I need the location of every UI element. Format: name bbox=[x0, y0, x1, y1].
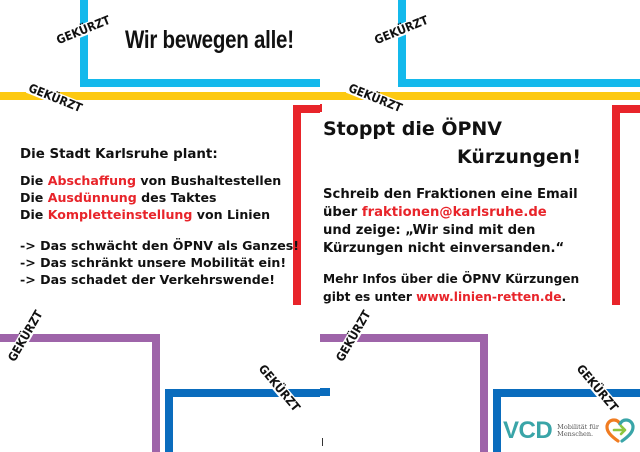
call-to-action: Schreib den Fraktionen eine Email über f… bbox=[323, 186, 578, 258]
call-line: und zeige: „Wir sind mit den bbox=[323, 223, 536, 238]
blue-transit-line-horizontal bbox=[493, 389, 640, 397]
yellow-transit-line bbox=[320, 92, 640, 100]
page-title: Wir bewegen alle! bbox=[125, 26, 294, 54]
info-line: Mehr Infos über die ÖPNV Kürzungen bbox=[323, 272, 580, 286]
red-transit-line-vertical bbox=[612, 105, 620, 305]
gekuerzt-stamp-blue: GEKÜRZT bbox=[255, 361, 303, 415]
red-transit-line-horizontal bbox=[293, 105, 320, 113]
cyan-transit-line-vertical bbox=[398, 0, 406, 87]
email-link[interactable]: fraktionen@karlsruhe.de bbox=[361, 205, 547, 220]
cyan-transit-line-horizontal bbox=[80, 79, 320, 87]
vcd-logo: VCD Mobilität für Menschen. bbox=[503, 417, 635, 445]
vcd-heart-arrow-icon bbox=[605, 418, 635, 443]
blue-transit-line-left-stub bbox=[320, 388, 330, 396]
plan-highlight: Ausdünnung bbox=[47, 190, 137, 205]
intro-text: Die Stadt Karlsruhe plant: bbox=[20, 147, 218, 162]
yellow-transit-line bbox=[0, 92, 320, 100]
more-info-text: Mehr Infos über die ÖPNV Kürzungen gibt … bbox=[323, 270, 579, 306]
plan-highlight: Abschaffung bbox=[47, 173, 137, 188]
right-flyer-panel: GEKÜRZT GEKÜRZT GEKÜRZT GEKÜRZT Stoppt d… bbox=[320, 0, 640, 452]
purple-transit-line-horizontal bbox=[0, 334, 160, 342]
call-line: Kürzungen nicht einversanden.“ bbox=[323, 241, 565, 256]
purple-transit-line-horizontal bbox=[320, 334, 488, 342]
blue-transit-line-horizontal bbox=[165, 389, 320, 397]
left-flyer-panel: GEKÜRZT GEKÜRZT GEKÜRZT GEKÜRZT Wir bewe… bbox=[0, 0, 320, 452]
vcd-tagline: Mobilität für Menschen. bbox=[557, 423, 600, 438]
website-link[interactable]: www.linien-retten.de bbox=[416, 290, 562, 304]
red-transit-line-horizontal bbox=[612, 105, 640, 113]
plan-item: Die Kompletteinstellung von Linien bbox=[20, 207, 271, 222]
cyan-transit-line-vertical bbox=[80, 0, 88, 87]
purple-transit-line-vertical bbox=[152, 334, 160, 452]
red-transit-line-vertical bbox=[293, 105, 301, 305]
call-line: Schreib den Fraktionen eine Email bbox=[323, 187, 578, 202]
vcd-wordmark: VCD bbox=[503, 417, 553, 444]
call-line: über fraktionen@karlsruhe.de bbox=[323, 205, 547, 220]
headline-line-1: Stoppt die ÖPNV bbox=[323, 118, 503, 140]
blue-transit-line-vertical bbox=[493, 389, 501, 452]
consequence-item: -> Das schadet der Verkehrswende! bbox=[20, 272, 276, 287]
consequence-item: -> Das schwächt den ÖPNV als Ganzes! bbox=[20, 238, 300, 253]
consequences-list: -> Das schwächt den ÖPNV als Ganzes! -> … bbox=[20, 237, 299, 288]
headline-line-2: Kürzungen! bbox=[457, 146, 582, 168]
plan-highlight: Kompletteinstellung bbox=[47, 207, 193, 222]
purple-transit-line-vertical bbox=[480, 334, 488, 452]
plan-item: Die Abschaffung von Bushaltestellen bbox=[20, 173, 282, 188]
blue-transit-line-vertical bbox=[165, 389, 173, 452]
plan-item: Die Ausdünnung des Taktes bbox=[20, 190, 217, 205]
cyan-transit-line-horizontal bbox=[398, 79, 640, 87]
info-line: gibt es unter www.linien-retten.de. bbox=[323, 290, 567, 304]
consequence-item: -> Das schränkt unsere Mobilität ein! bbox=[20, 255, 287, 270]
red-transit-line-left-edge bbox=[320, 104, 322, 112]
plans-list: Die Abschaffung von Bushaltestellen Die … bbox=[20, 172, 281, 223]
gekuerzt-stamp-blue: GEKÜRZT bbox=[573, 361, 621, 415]
text-cursor bbox=[322, 438, 323, 446]
